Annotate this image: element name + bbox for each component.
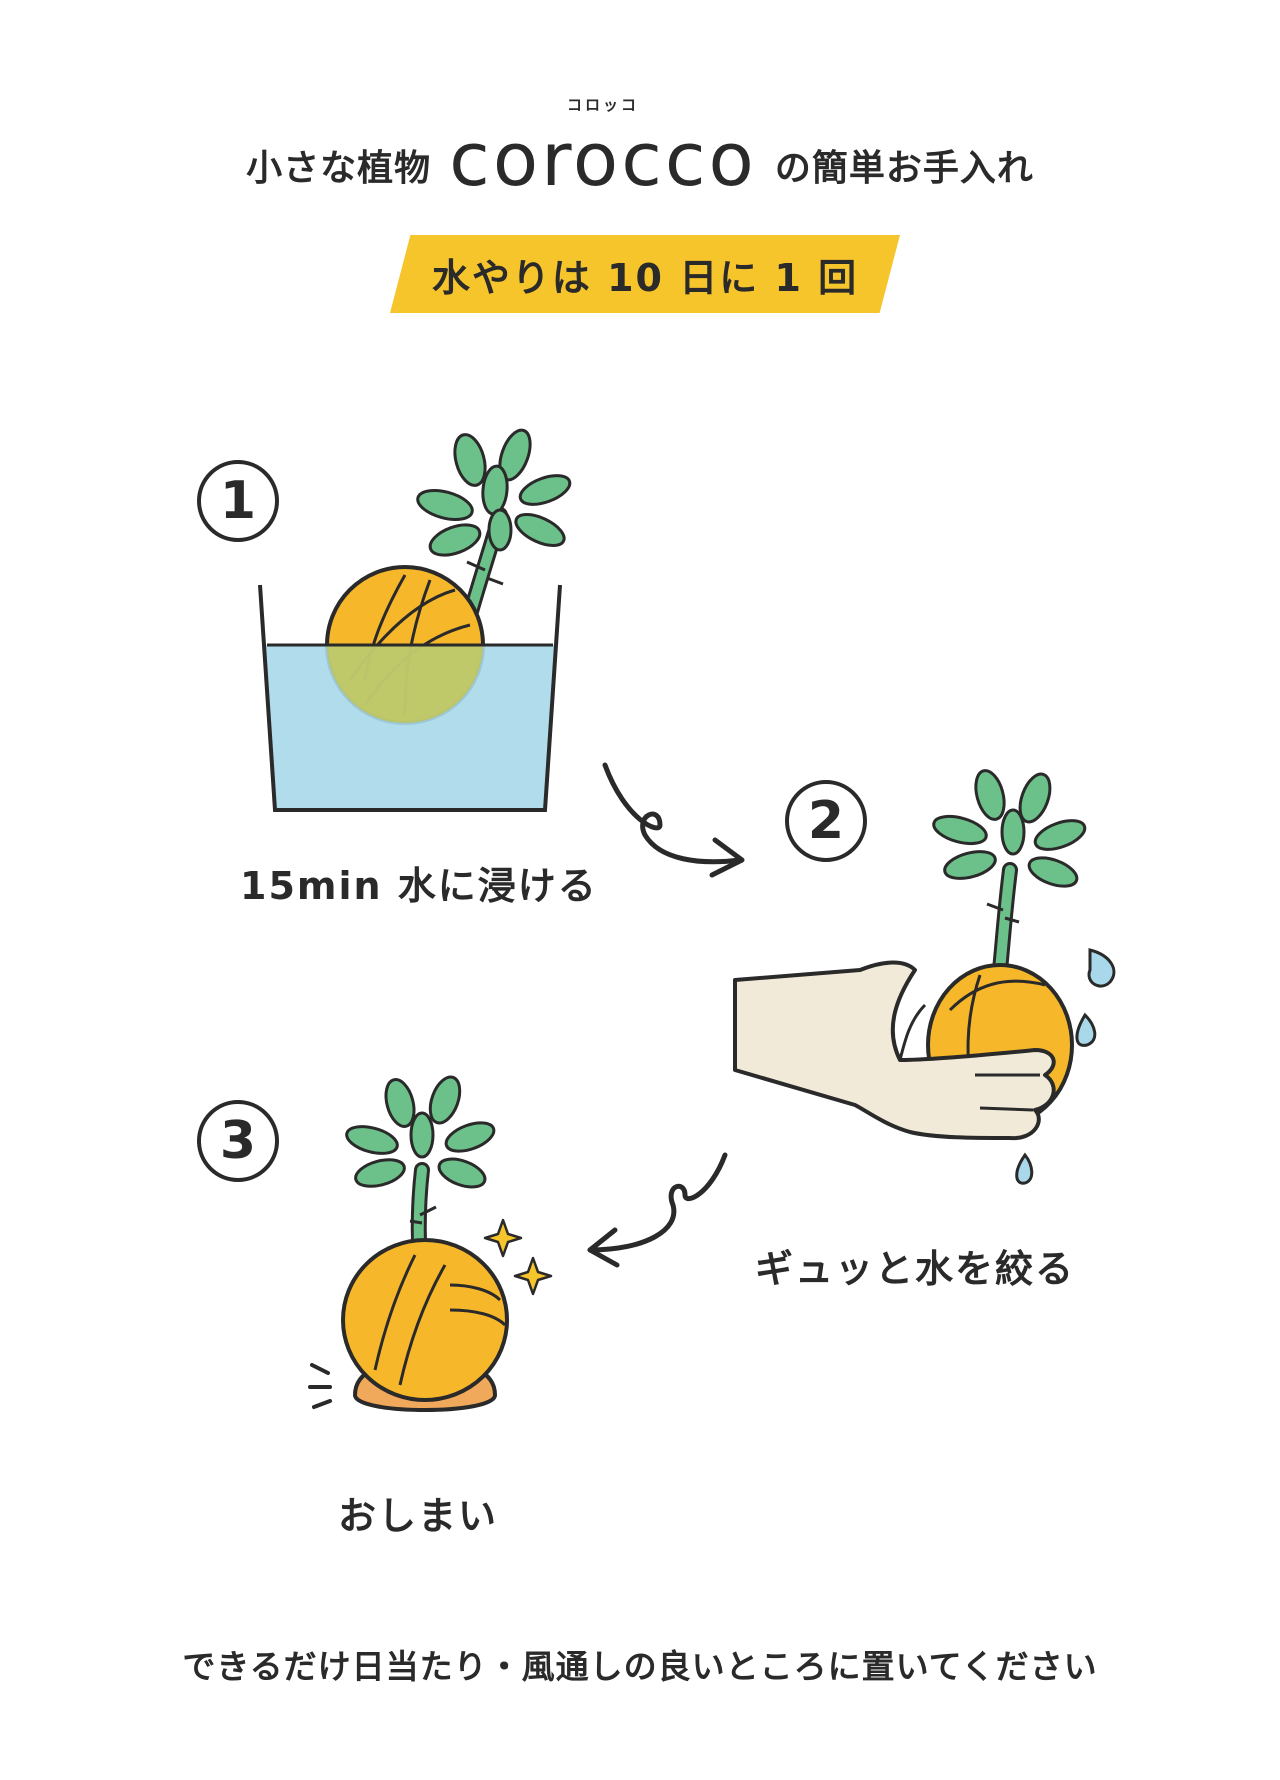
watering-banner: 水やりは 10 日に 1 回: [390, 235, 900, 313]
curved-arrow-icon: [587, 1152, 728, 1268]
step-3-number: 3: [197, 1100, 279, 1182]
step-1-illustration: [258, 428, 572, 812]
succulent-plant-icon: [416, 428, 572, 623]
step-2-illustration: [733, 769, 1116, 1185]
page-title: 小さな植物 コロッコ corocco の簡単お手入れ: [0, 95, 1280, 205]
brand-ruby: コロッコ: [566, 96, 639, 114]
banner-text: 水やりは 10 日に 1 回: [431, 255, 859, 300]
brand-logo: コロッコ corocco: [449, 96, 757, 203]
moss-ball: [341, 1238, 509, 1402]
step-3-illustration: [308, 1075, 509, 1412]
step-2-caption: ギュッと水を絞る: [755, 1247, 1076, 1291]
step-2-number: 2: [785, 780, 867, 862]
title-prefix: 小さな植物: [246, 148, 432, 189]
step-3-caption: おしまい: [338, 1494, 499, 1538]
succulent-plant-icon: [345, 1075, 496, 1273]
step-1-caption: 15min 水に浸ける: [240, 864, 598, 908]
placement-note: できるだけ日当たり・風通しの良いところに置いてください: [182, 1647, 1098, 1686]
water-drop-icon: [1015, 948, 1116, 1185]
succulent-plant-icon: [932, 769, 1087, 978]
curved-arrow-icon: [602, 762, 745, 878]
banner-background: [390, 235, 900, 313]
water-bowl-icon: [258, 584, 562, 812]
title-suffix: の簡単お手入れ: [774, 148, 1034, 189]
brand-name: corocco: [449, 117, 757, 203]
motion-lines: [308, 1363, 332, 1409]
step-1-number: 1: [197, 460, 279, 542]
squeezing-hand-icon: [733, 960, 1056, 1141]
sparkle-icon: [483, 1218, 553, 1296]
